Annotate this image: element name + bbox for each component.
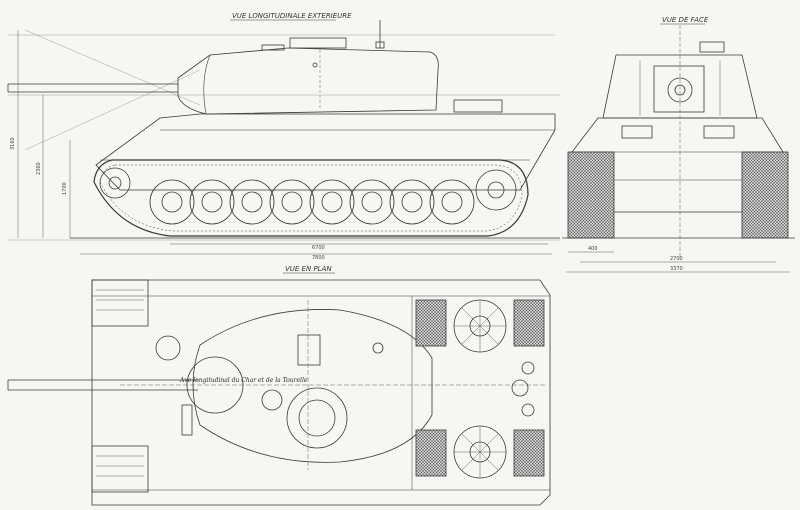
side-hull (95, 113, 556, 191)
side-road-wheels (149, 179, 475, 225)
front-view: VUE DE FACE (562, 16, 795, 273)
dim-side-height-total: 3160 (10, 137, 16, 150)
plan-grille-bottom-right (513, 429, 545, 477)
plan-cupola (286, 387, 348, 449)
side-turret (177, 47, 439, 115)
plan-fan-top (453, 299, 507, 353)
plan-fan-bottom (453, 425, 507, 479)
side-view: VUE LONGITUDINALE EXTERIEURE (7, 12, 560, 255)
plan-hull (91, 279, 551, 506)
plan-turret (192, 309, 433, 463)
plan-view: VUE EN PLAN (7, 265, 551, 506)
dim-side-bottom-1: 6700 (312, 245, 325, 251)
dim-front-width-1: 2700 (670, 256, 683, 262)
front-view-title: VUE DE FACE (662, 16, 709, 24)
plan-axis-note: Axe longitudinal du Char et de la Tourel… (179, 377, 308, 384)
plan-view-title: VUE EN PLAN (285, 265, 332, 273)
plan-grille-top-right (513, 299, 545, 347)
side-drive-sprocket (475, 169, 517, 211)
dim-side-height-3: 1700 (62, 182, 68, 195)
side-view-title: VUE LONGITUDINALE EXTERIEURE (232, 12, 352, 20)
front-left-track (567, 151, 615, 239)
side-gun (7, 83, 178, 93)
side-track (93, 159, 529, 237)
plan-grille-bottom-left (415, 429, 447, 477)
plan-grille-top-left (415, 299, 447, 347)
side-idler-wheel (99, 167, 131, 199)
dim-front-track: 400 (588, 246, 598, 252)
dim-front-width-2: 3370 (670, 266, 683, 272)
front-right-track (741, 151, 789, 239)
plan-gun (7, 379, 198, 391)
dim-side-height-2: 2360 (36, 162, 42, 175)
dim-side-bottom-2: 7800 (312, 255, 325, 261)
